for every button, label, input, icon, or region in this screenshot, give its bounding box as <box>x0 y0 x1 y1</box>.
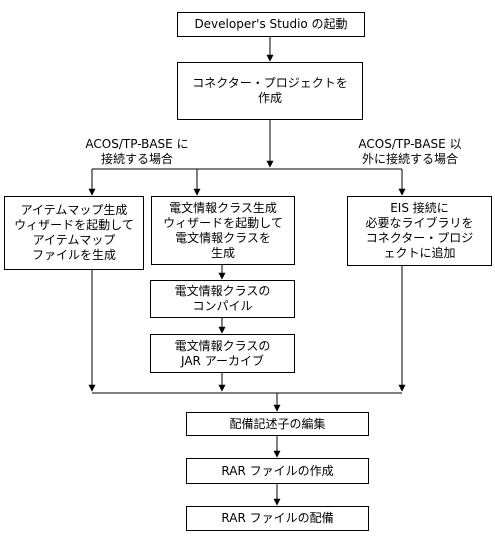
branch-label-other: ACOS/TP-BASE 以 外に接続する場合 <box>330 137 490 167</box>
jar-box: 電文情報クラスの JAR アーカイブ <box>150 334 295 373</box>
item-map-line-4: ファイルを生成 <box>31 248 116 262</box>
branch-label-other-line-1: ACOS/TP-BASE 以 <box>358 137 462 151</box>
branch-label-acos-line-1: ACOS/TP-BASE に <box>85 137 189 151</box>
eis-line-4: ェクトに追加 <box>383 246 456 260</box>
item-map-line-1: アイテムマップ生成 <box>20 203 128 217</box>
compile-line-1: 電文情報クラスの <box>174 284 271 298</box>
branch-label-acos: ACOS/TP-BASE に 接続する場合 <box>62 137 212 167</box>
create-project-line-1: コネクター・プロジェクトを <box>192 76 348 90</box>
create-project-line-2: 作成 <box>257 91 282 105</box>
eis-line-2: 必要なライブラリを <box>365 216 474 230</box>
rar-deploy-box: RAR ファイルの配備 <box>186 506 369 531</box>
item-map-box: アイテムマップ生成 ウィザードを起動して アイテムマップ ファイルを生成 <box>4 196 144 270</box>
rar-deploy-label: RAR ファイルの配備 <box>221 511 334 525</box>
create-project-box: コネクター・プロジェクトを 作成 <box>177 62 363 120</box>
rar-create-box: RAR ファイルの作成 <box>186 458 369 484</box>
rar-create-label: RAR ファイルの作成 <box>221 463 334 478</box>
telegram-class-line-3: 電文情報クラスを <box>175 230 271 245</box>
eis-line-1: EIS 接続に <box>390 201 449 215</box>
start-label: Developer's Studio の起動 <box>194 17 348 31</box>
item-map-line-2: ウィザードを起動して <box>14 218 134 232</box>
descriptor-box: 配備記述子の編集 <box>186 412 369 436</box>
telegram-class-line-4: 生成 <box>210 245 235 260</box>
eis-line-3: コネクター・プロジ <box>365 231 474 245</box>
jar-line-1: 電文情報クラスの <box>174 338 271 353</box>
compile-line-2: コンパイル <box>192 299 253 313</box>
branch-label-other-line-2: 外に接続する場合 <box>361 152 458 166</box>
telegram-class-box: 電文情報クラス生成 ウィザードを起動して 電文情報クラスを 生成 <box>151 196 295 265</box>
jar-line-2: JAR アーカイブ <box>181 353 264 368</box>
item-map-line-3: アイテムマップ <box>32 233 116 247</box>
descriptor-label: 配備記述子の編集 <box>229 416 326 431</box>
compile-box: 電文情報クラスの コンパイル <box>150 280 295 318</box>
telegram-class-line-1: 電文情報クラス生成 <box>169 200 277 215</box>
branch-label-acos-line-2: 接続する場合 <box>100 152 173 166</box>
start-box: Developer's Studio の起動 <box>177 12 365 37</box>
telegram-class-line-2: ウィザードを起動して <box>163 215 283 230</box>
eis-box: EIS 接続に 必要なライブラリを コネクター・プロジ ェクトに追加 <box>347 196 492 266</box>
